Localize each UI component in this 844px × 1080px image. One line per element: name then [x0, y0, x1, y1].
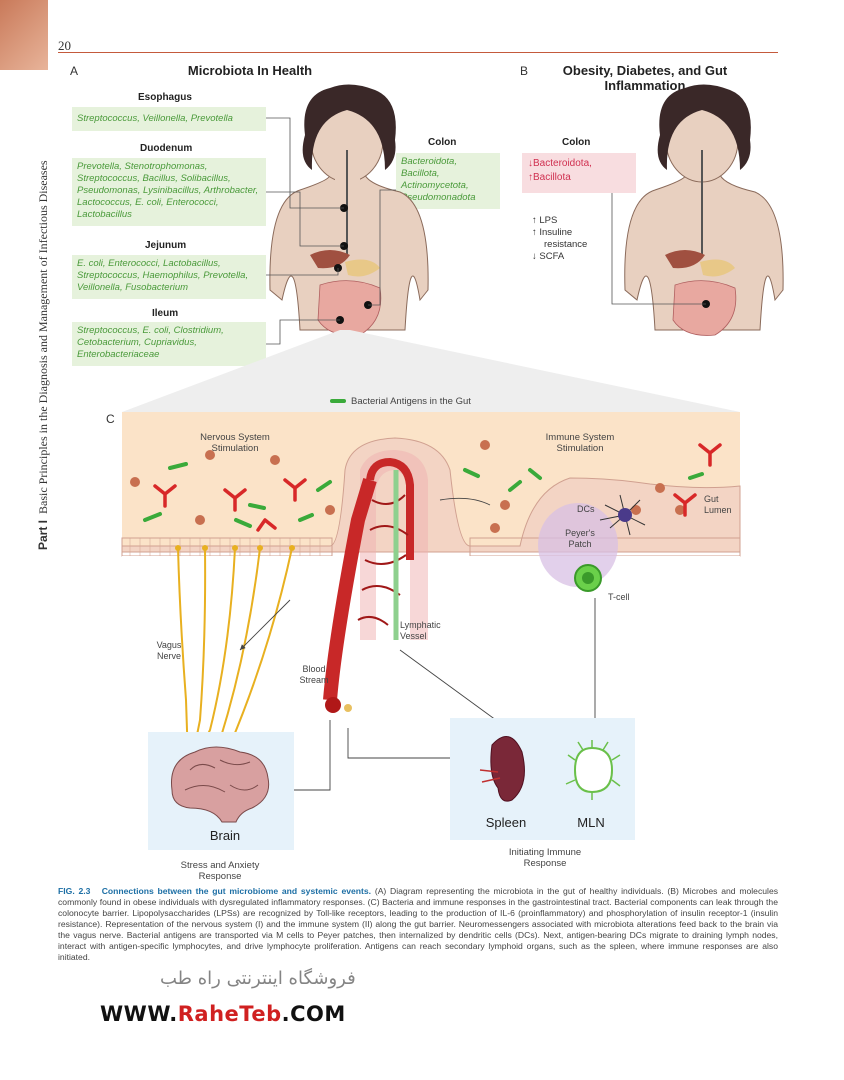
effect-scfa: ↓ SCFA [532, 251, 565, 262]
caption-fig-number: FIG. 2.3 [58, 886, 91, 896]
panel-a-title: Microbiota In Health [187, 63, 313, 78]
duodenum-bacteria: Prevotella, Stenotrophomonas, Streptococ… [72, 158, 266, 226]
label-blood-stream: Blood Stream [299, 664, 329, 685]
region-duodenum: Duodenum [140, 143, 193, 154]
region-colon: Colon [428, 137, 457, 148]
figure-caption: FIG. 2.3 Connections between the gut mic… [58, 886, 778, 963]
spleen-vessels [479, 769, 501, 783]
obese-torso-illustration [611, 84, 784, 336]
corner-tab [0, 0, 48, 70]
legend-antigens: Bacterial Antigens in the Gut [351, 396, 471, 407]
label-immune-stimulation: Immune System Stimulation [545, 432, 615, 454]
dendritic-cell-icon [599, 494, 646, 536]
panel-a-leader-lines [266, 117, 396, 345]
antigen-particles [143, 462, 704, 528]
brain-icon [170, 746, 270, 823]
watermark-persian: فروشگاه اینترنتی راه طب [160, 968, 356, 989]
label-brain: Brain [209, 828, 241, 843]
region-jejunum: Jejunum [145, 240, 187, 251]
epithelial-cells [129, 538, 321, 556]
healthy-torso-illustration [269, 84, 429, 336]
systemic-effects: ↑ LPS ↑ Insuline resistance ↓ SCFA [532, 215, 587, 263]
page-number: 20 [58, 38, 71, 53]
nerve-endings [175, 545, 295, 551]
jejunum-bacteria: E. coli, Enterococci, Lactobacillus, Str… [72, 255, 266, 299]
header-rule [58, 52, 778, 53]
watermark-suffix: .COM [281, 1002, 346, 1026]
mln-icon [565, 740, 621, 800]
change-bacteroidota: ↓Bacteroidota, [528, 158, 592, 169]
change-bacillota: ↑Bacillota [528, 172, 571, 183]
watermark-url: WWW.RaheTeb.COM [100, 1002, 346, 1026]
microbe-changes: ↓Bacteroidota, ↑Bacillota [522, 153, 636, 193]
watermark-prefix: WWW. [100, 1002, 178, 1026]
effect-lps: ↑ LPS [532, 215, 558, 226]
ileum-bacteria: Streptococcus, E. coli, Clostridium, Cet… [72, 322, 266, 366]
label-dcs: DCs [577, 504, 595, 514]
label-nervous-stimulation: Nervous System Stimulation [200, 432, 270, 454]
label-vagus-nerve: Vagus Nerve [156, 640, 182, 661]
antibody-molecules [153, 443, 722, 532]
region-ileum: Ileum [152, 308, 179, 319]
label-gut-lumen: Gut Lumen [704, 494, 732, 515]
label-lymphatic-vessel: Lymphatic Vessel [400, 620, 441, 641]
figure-illustration [121, 84, 784, 850]
caption-title: Connections between the gut microbiome a… [101, 886, 372, 896]
colon-bacteria: Bacteroidota, Bacillota, Actinomycetota,… [396, 153, 500, 209]
effect-resistance: resistance [544, 239, 588, 250]
bacteria-particles [130, 440, 685, 533]
panel-a-letter: A [70, 64, 79, 78]
label-t-cell: T-cell [608, 592, 630, 602]
label-initiating-response: Initiating Immune Response [508, 847, 582, 869]
panel-c-letter: C [106, 412, 115, 426]
label-spleen: Spleen [485, 815, 527, 830]
panel-b-colon: Colon [562, 137, 591, 148]
panel-b-title: Obesity, Diabetes, and Gut Inflammation [562, 63, 728, 93]
esophagus-bacteria: Streptococcus, Veillonella, Prevotella [72, 107, 266, 131]
panel-b-letter: B [520, 64, 529, 78]
vagus-nerve-fibers [177, 547, 293, 761]
effect-insulin: ↑ Insuline [532, 227, 573, 238]
label-mln: MLN [577, 815, 605, 830]
region-esophagus: Esophagus [138, 92, 192, 103]
label-stress-response: Stress and Anxiety Response [180, 860, 260, 882]
label-peyers-patch: Peyer's Patch [565, 528, 595, 549]
caption-text: (A) Diagram representing the microbiota … [58, 886, 779, 962]
watermark-brand: RaheTeb [177, 1002, 282, 1026]
